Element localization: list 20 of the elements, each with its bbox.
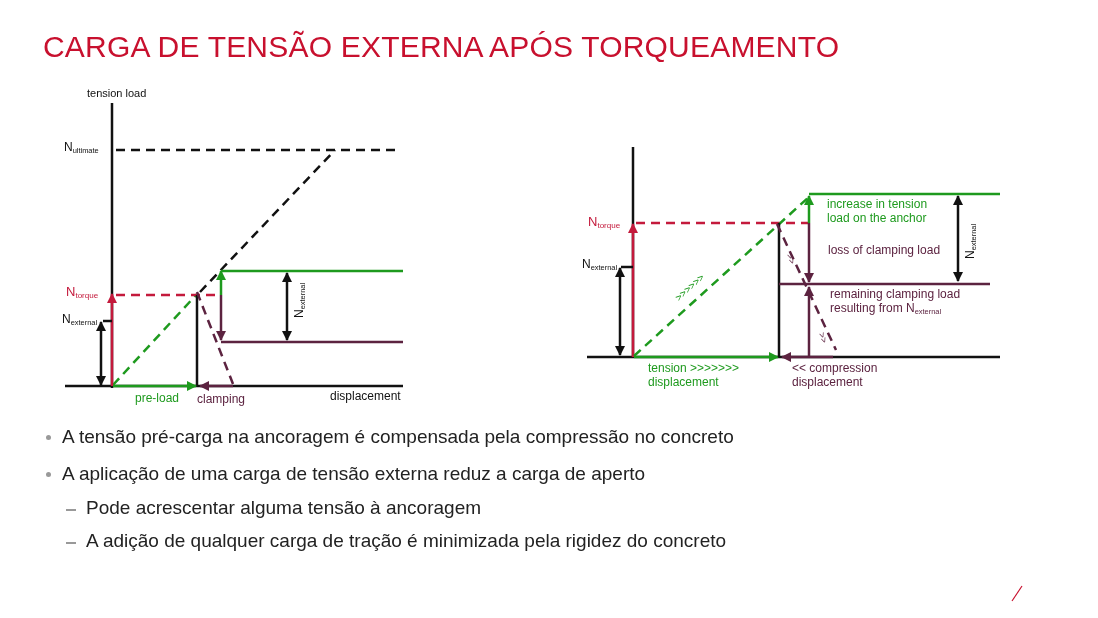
chart-label: N$_{torque}$: [588, 215, 621, 231]
chart-label: >>: [816, 331, 830, 345]
chart-label: displacement: [330, 390, 401, 404]
chart-label: tension >>>>>>> displacement: [648, 362, 741, 390]
bullet-text: Pode acrescentar alguma tensão à ancoragem: [86, 497, 482, 519]
bullet-text: A aplicação de uma carga de tensão externa reduz a carga de aperto: [62, 463, 646, 485]
chart-label: increase in tension load on the anchor: [827, 198, 929, 226]
chart-label: tension load: [87, 87, 147, 100]
chart-label: pre-load: [135, 392, 180, 406]
slide-title: CARGA DE TENSÃO EXTERNA APÓS TORQUEAMENTO: [43, 30, 840, 64]
chart-label: clamping: [197, 393, 246, 407]
bullet-text: A adição de qualquer carga de tração é minimizada pela rigidez do concreto: [86, 530, 727, 552]
chart-label: N$_{torque}$: [66, 285, 99, 301]
chart-label: remaining clamping load resulting from N$_{external}$: [830, 288, 962, 317]
chart-label: N$_{external}$: [62, 313, 98, 328]
bullet-text: A tensão pré-carga na ancoragem é compensada pela compressão no concreto: [62, 426, 734, 448]
chart-label: << compression displacement: [792, 362, 879, 390]
chart-label: loss of clamping load: [828, 244, 941, 258]
chart-label: N$_{ultimate}$: [64, 141, 99, 156]
chart-label: N$_{external}$: [582, 258, 618, 273]
